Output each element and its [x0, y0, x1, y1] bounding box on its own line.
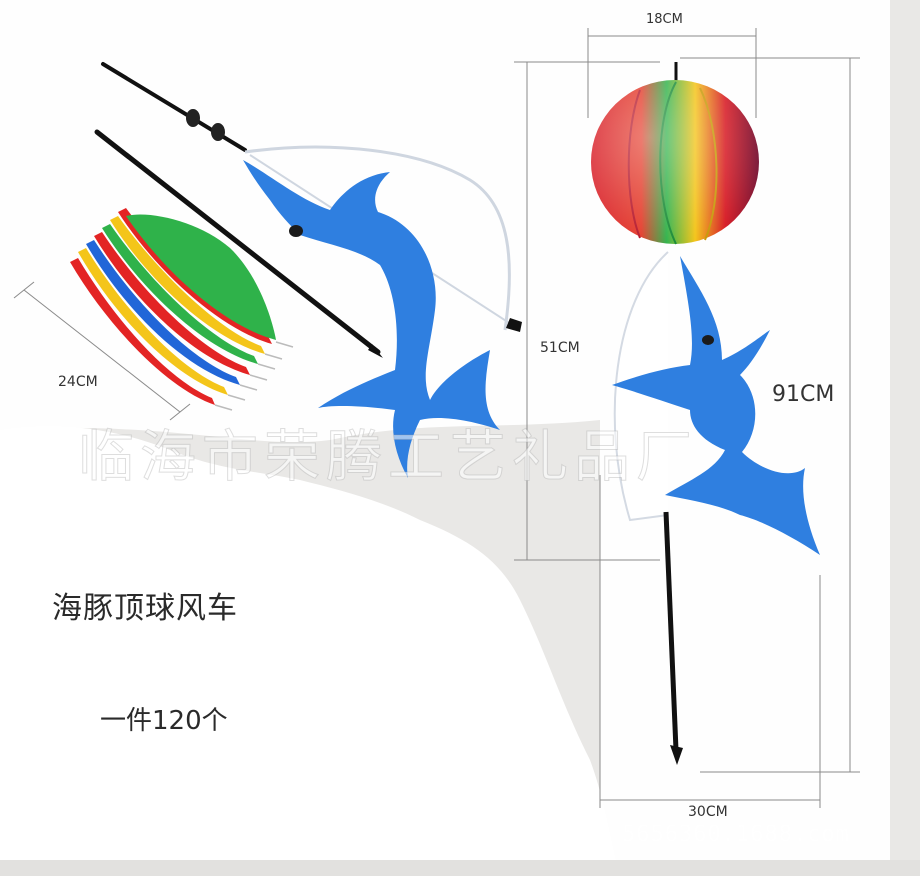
dim-sail-length: 24CM: [58, 374, 98, 390]
stick-parts: [94, 62, 383, 358]
dolphin-left: [243, 145, 522, 478]
dimension-lines: [13, 28, 860, 808]
dim-base-width: 30CM: [688, 804, 728, 820]
product-title: 海豚顶球风车: [52, 591, 238, 626]
dim-total-height: 91CM: [772, 382, 835, 407]
sail-stack: [70, 208, 294, 411]
product-quantity: 一件120个: [100, 706, 228, 736]
watermark-company: 临海市荣腾工艺礼品厂: [78, 425, 698, 491]
dim-ball-width: 18CM: [646, 12, 683, 27]
assembled-pinwheel: [591, 62, 820, 765]
watermark-url: 5656360.1688.com: [622, 822, 850, 847]
dim-body-height: 51CM: [540, 340, 580, 356]
